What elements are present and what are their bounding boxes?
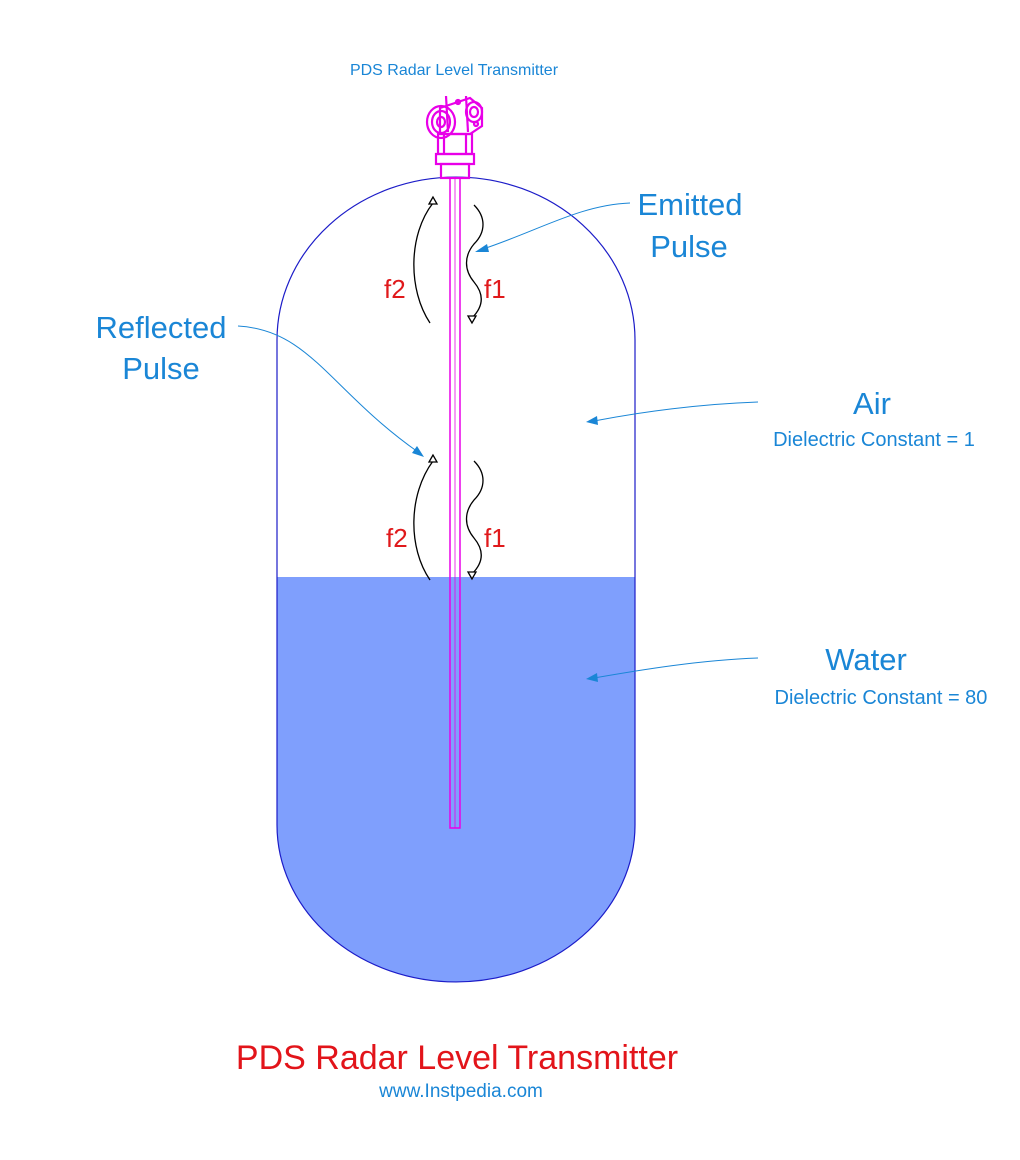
upper-f1-wave bbox=[465, 204, 484, 319]
upper-f1-arrow-icon bbox=[466, 315, 478, 325]
air-leader bbox=[586, 401, 759, 425]
air-label: Air bbox=[853, 386, 891, 421]
water-leader bbox=[586, 657, 759, 682]
upper-waves bbox=[413, 195, 484, 325]
lower-waves bbox=[413, 453, 484, 581]
emitted-pulse-label-line1: Emitted bbox=[637, 187, 742, 222]
upper-f2-wave bbox=[413, 202, 434, 324]
upper-f2-label: f2 bbox=[384, 274, 406, 304]
footer-website[interactable]: www.Instpedia.com bbox=[378, 1081, 543, 1102]
reflected-pulse-label-line2: Pulse bbox=[122, 351, 200, 386]
vessel bbox=[276, 176, 636, 983]
lower-f2-wave bbox=[413, 460, 434, 581]
lower-f1-arrow-icon bbox=[466, 571, 478, 581]
upper-f1-label: f1 bbox=[484, 274, 506, 304]
upper-f2-arrow-icon bbox=[427, 195, 439, 205]
water-dielectric: Dielectric Constant = 80 bbox=[775, 687, 988, 709]
water-label: Water bbox=[825, 642, 907, 677]
footer-title: PDS Radar Level Transmitter bbox=[236, 1039, 678, 1077]
water-arrow-icon bbox=[586, 673, 598, 682]
lower-f1-label: f1 bbox=[484, 523, 506, 553]
emitted-pulse-arrow-icon bbox=[475, 244, 489, 252]
reflected-pulse-arrow-icon bbox=[412, 446, 424, 457]
lower-f2-arrow-icon bbox=[427, 453, 439, 463]
emitted-pulse-label-line2: Pulse bbox=[650, 229, 728, 264]
water-fill bbox=[277, 577, 635, 982]
transmitter-label: PDS Radar Level Transmitter bbox=[350, 62, 559, 79]
lower-f1-wave bbox=[465, 460, 484, 575]
emitted-pulse-leader bbox=[475, 202, 631, 252]
air-dielectric: Dielectric Constant = 1 bbox=[773, 429, 975, 451]
reflected-pulse-label-line1: Reflected bbox=[96, 310, 227, 345]
vessel-outline bbox=[276, 176, 636, 983]
air-arrow-icon bbox=[586, 416, 598, 425]
reflected-pulse-leader bbox=[237, 325, 424, 457]
radar-transmitter-head-icon bbox=[425, 95, 484, 180]
lower-f2-label: f2 bbox=[386, 523, 408, 553]
